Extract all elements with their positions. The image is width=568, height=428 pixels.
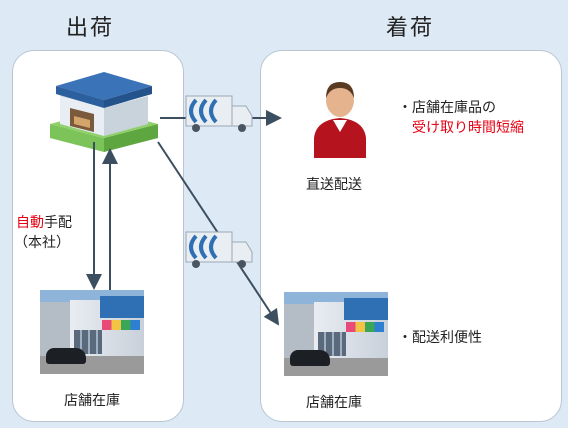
store-photo bbox=[40, 290, 144, 374]
benefit-1: ・店舗在庫品の 受け取り時間短縮 bbox=[398, 100, 524, 136]
destination-store-photo bbox=[284, 292, 388, 376]
headquarters-label: （本社） bbox=[14, 235, 70, 251]
store-stock-label: 店舗在庫 bbox=[64, 393, 120, 409]
warehouse-icon bbox=[50, 72, 158, 152]
direct-delivery-label: 直送配送 bbox=[306, 177, 362, 193]
auto-arrange-label: 自動手配 bbox=[16, 215, 72, 231]
truck-icon-2 bbox=[185, 231, 253, 268]
destination-store-label: 店舗在庫 bbox=[306, 395, 362, 411]
arrival-heading: 着荷 bbox=[386, 16, 435, 41]
benefit-2: ・配送利便性 bbox=[398, 330, 482, 346]
shipping-heading: 出荷 bbox=[66, 16, 115, 41]
person-icon bbox=[314, 82, 366, 158]
truck-icon bbox=[185, 95, 253, 132]
